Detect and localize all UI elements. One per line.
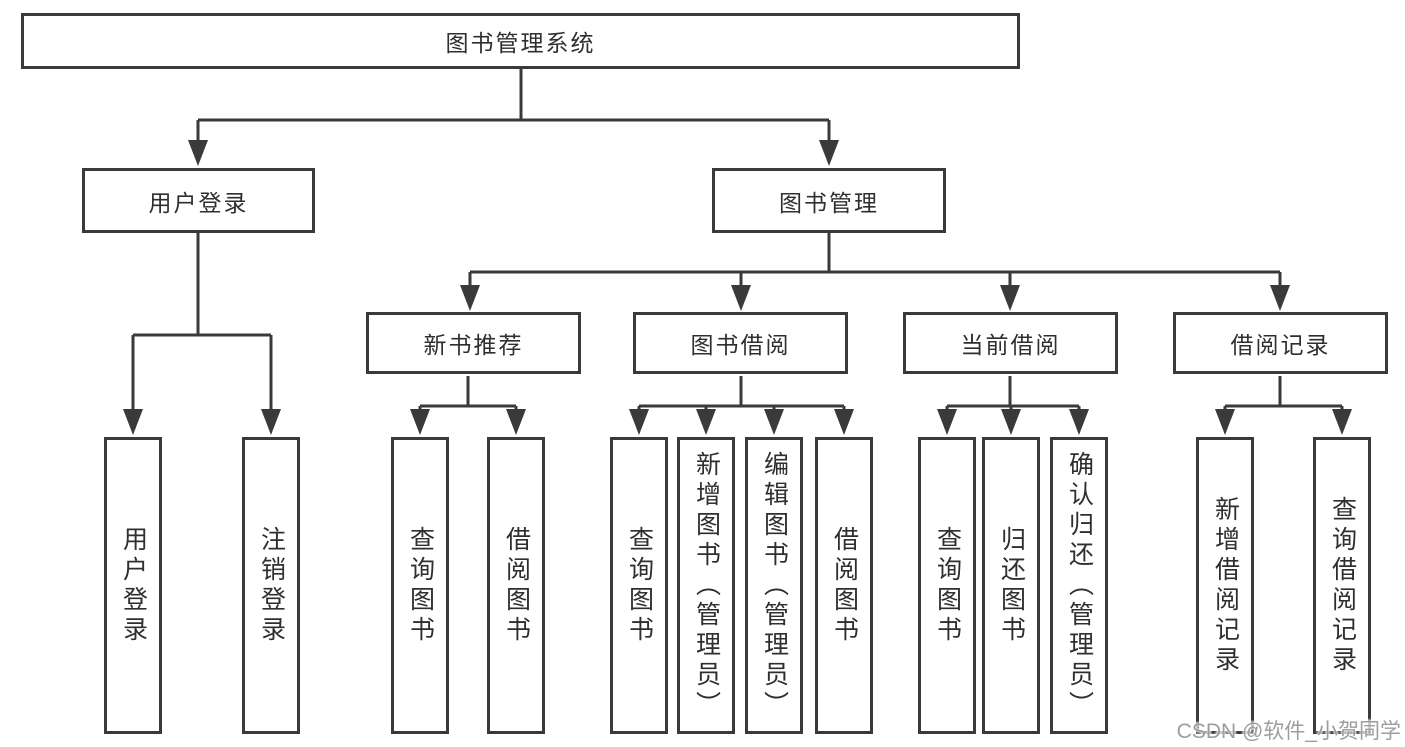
node-label: 借阅记录 (1230, 332, 1331, 358)
node-label: 查询图书 (406, 525, 435, 646)
leaf-return-book: 归还图书 (982, 437, 1040, 734)
arrow-icon (764, 409, 784, 435)
leaf-logout: 注销登录 (242, 437, 300, 734)
node-user-login: 用户登录 (82, 168, 315, 233)
node-label: 借阅图书 (502, 525, 531, 646)
arrow-icon (1001, 409, 1021, 435)
node-label: 查询图书 (933, 525, 962, 646)
node-borrowing-records: 借阅记录 (1173, 312, 1388, 374)
leaf-add-book-admin: 新增图书（管理员） (677, 437, 735, 734)
arrow-icon (1332, 409, 1352, 435)
node-label: 确认归还（管理员） (1065, 450, 1094, 721)
arrow-icon (696, 409, 716, 435)
node-library-system: 图书管理系统 (21, 13, 1020, 69)
node-label: 注销登录 (257, 525, 286, 646)
arrow-icon (1215, 409, 1235, 435)
arrow-icon (261, 409, 281, 435)
arrow-icon (188, 140, 208, 166)
leaf-user-login: 用户登录 (104, 437, 162, 734)
node-label: 用户登录 (148, 189, 249, 216)
leaf-query-books-borrowing: 查询图书 (610, 437, 668, 734)
arrow-icon (460, 285, 480, 311)
node-label: 查询图书 (625, 525, 654, 646)
node-label: 新增图书（管理员） (692, 450, 721, 721)
node-book-management: 图书管理 (712, 168, 946, 233)
leaf-query-books-recommend: 查询图书 (391, 437, 449, 734)
node-label: 归还图书 (997, 525, 1026, 646)
arrow-icon (123, 409, 143, 435)
node-label: 借阅图书 (830, 525, 859, 646)
node-label: 查询借阅记录 (1328, 495, 1357, 676)
node-current-borrowing: 当前借阅 (903, 312, 1118, 374)
arrow-icon (629, 409, 649, 435)
node-label: 用户登录 (119, 525, 148, 646)
arrow-icon (410, 409, 430, 435)
leaf-edit-book-admin: 编辑图书（管理员） (745, 437, 803, 734)
arrow-icon (731, 285, 751, 311)
arrow-icon (1000, 285, 1020, 311)
node-label: 当前借阅 (960, 332, 1061, 358)
node-label: 图书借阅 (690, 332, 791, 358)
arrow-icon (834, 409, 854, 435)
csdn-watermark: CSDN @软件_小贺同学 (1176, 720, 1401, 743)
node-book-borrowing: 图书借阅 (633, 312, 848, 374)
leaf-borrow-books-recommend: 借阅图书 (487, 437, 545, 734)
leaf-query-books-current: 查询图书 (918, 437, 976, 734)
leaf-borrow-books: 借阅图书 (815, 437, 873, 734)
leaf-query-borrow-record: 查询借阅记录 (1313, 437, 1371, 734)
node-label: 新书推荐 (423, 332, 524, 358)
arrow-icon (819, 140, 839, 166)
node-new-book-recommend: 新书推荐 (366, 312, 581, 374)
arrow-icon (937, 409, 957, 435)
leaf-add-borrow-record: 新增借阅记录 (1196, 437, 1254, 734)
arrow-icon (1069, 409, 1089, 435)
node-label: 编辑图书（管理员） (760, 450, 789, 721)
node-label: 图书管理系统 (445, 30, 596, 56)
node-label: 新增借阅记录 (1211, 495, 1240, 676)
arrow-icon (1270, 285, 1290, 311)
node-label: 图书管理 (779, 189, 879, 216)
arrow-icon (506, 409, 526, 435)
leaf-confirm-return-admin: 确认归还（管理员） (1050, 437, 1108, 734)
